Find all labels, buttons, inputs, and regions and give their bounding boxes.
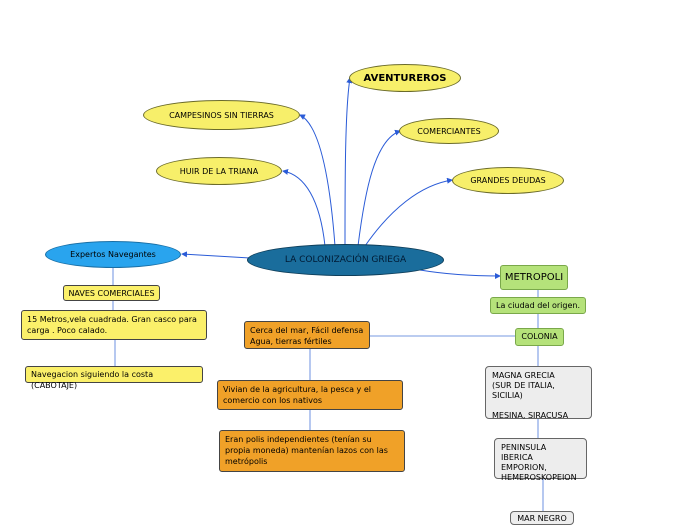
node-polis[interactable]: Eran polis independientes (tenían su pro… [219, 430, 405, 472]
node-ciudad-origen[interactable]: La ciudad del origen. [490, 297, 586, 314]
node-expertos-navegantes[interactable]: Expertos Navegantes [45, 241, 181, 268]
node-aventureros[interactable]: AVENTUREROS [349, 64, 461, 92]
node-vivian[interactable]: Vivian de la agricultura, la pesca y el … [217, 380, 403, 410]
node-peninsula-iberica[interactable]: PENINSULA IBERICA EMPORION, HEMEROSKOPEI… [494, 438, 587, 482]
node-comerciantes[interactable]: COMERCIANTES [399, 118, 499, 144]
connector-deudas [364, 177, 453, 247]
node-colonia[interactable]: COLONIA [515, 328, 564, 346]
connector-huir [282, 168, 326, 247]
node-mar-negro[interactable]: MAR NEGRO [510, 511, 574, 525]
node-naves-comerciales[interactable]: NAVES COMERCIALES [63, 285, 160, 301]
connector-campesinos [299, 114, 336, 247]
node-huir[interactable]: HUIR DE LA TRIANA [156, 157, 282, 185]
node-deudas[interactable]: GRANDES DEUDAS [452, 167, 564, 194]
connector-aventureros [344, 77, 353, 247]
central-topic[interactable]: LA COLONIZACIÓN GRIEGA [247, 244, 444, 276]
node-campesinos[interactable]: CAMPESINOS SIN TIERRAS [143, 100, 300, 130]
connector-expertos [181, 251, 251, 259]
node-cerca-del-mar[interactable]: Cerca del mar, Fácil defensa Agua, tierr… [244, 321, 370, 349]
node-naves-descripcion[interactable]: 15 Metros,vela cuadrada. Gran casco para… [21, 310, 207, 340]
connector-comerciantes [357, 129, 401, 247]
node-metropoli[interactable]: METROPOLI [500, 265, 568, 290]
node-navegacion[interactable]: Navegacion siguiendo la costa (CABOTAJE) [25, 366, 203, 390]
node-magna-grecia[interactable]: MAGNA GRECIA (SUR DE ITALIA, SICILIA) ME… [485, 366, 592, 420]
connector-metropoli [419, 269, 501, 279]
